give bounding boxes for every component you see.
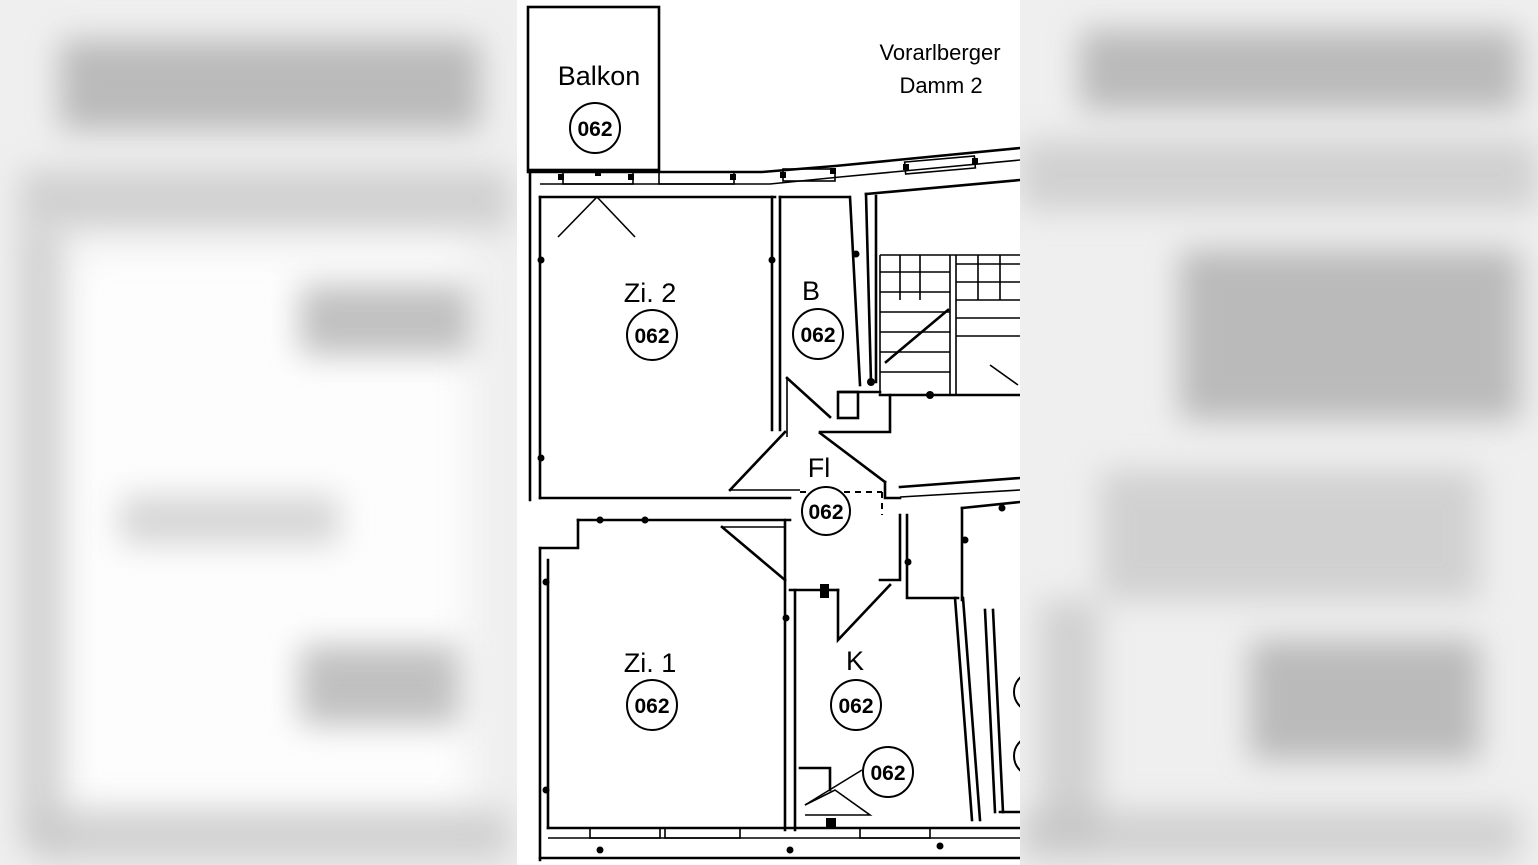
backdrop-blob bbox=[1080, 30, 1520, 110]
stairwell bbox=[818, 192, 1020, 434]
balcony-tag-circle bbox=[569, 102, 621, 154]
zi2-label: Zi. 2 bbox=[624, 278, 677, 308]
k-number: 062 bbox=[838, 695, 873, 718]
fl-tag-circle bbox=[801, 486, 851, 536]
backdrop-blob bbox=[1020, 810, 1520, 860]
address-line-1: Vorarlberger bbox=[879, 40, 1000, 65]
neighbour-room bbox=[960, 500, 1020, 814]
zi1-number: 062 bbox=[634, 695, 669, 718]
backdrop-blob bbox=[20, 170, 510, 230]
neighbour-tag-circle bbox=[1013, 740, 1020, 772]
backdrop-blob bbox=[1040, 600, 1100, 840]
room-k: K 062 bbox=[788, 513, 982, 822]
fl-label: Fl bbox=[808, 453, 831, 483]
room-b: B 062 bbox=[785, 195, 862, 437]
k-label: K bbox=[846, 646, 864, 676]
backdrop-blob bbox=[1020, 140, 1538, 210]
room-zi2: Zi. 2 062 bbox=[538, 195, 792, 500]
left-exterior-wall bbox=[528, 172, 550, 862]
backdrop-blob bbox=[300, 285, 470, 355]
address-line-2: Damm 2 bbox=[899, 73, 982, 98]
balcony-number: 062 bbox=[577, 118, 612, 141]
room-fl: Fl 062 bbox=[728, 430, 1020, 536]
room-zi1: Zi. 1 062 bbox=[538, 516, 797, 832]
zi2-number: 062 bbox=[634, 325, 669, 348]
floor-plan: Balkon 062 Vorarlberger Damm 2 bbox=[526, 5, 1020, 862]
zi1-tag-circle bbox=[626, 679, 678, 731]
fl-number: 062 bbox=[808, 501, 843, 524]
zi1-label: Zi. 1 bbox=[624, 648, 677, 678]
kitchen-fixture: 062 bbox=[798, 746, 914, 816]
k-tag-circle bbox=[830, 679, 882, 731]
balcony-label: Balkon bbox=[558, 61, 641, 91]
balcony-outline bbox=[526, 5, 661, 172]
backdrop-blob bbox=[300, 645, 460, 725]
neighbour-tag-circle bbox=[1013, 676, 1020, 708]
backdrop-blob bbox=[120, 495, 340, 545]
top-exterior-wall bbox=[526, 146, 1020, 199]
backdrop-blob bbox=[1250, 640, 1480, 760]
balcony-door-swing bbox=[557, 195, 636, 238]
backdrop-blob bbox=[60, 40, 480, 130]
backdrop-blob bbox=[20, 230, 60, 850]
blurred-backdrop-left bbox=[0, 0, 517, 865]
floor-plan-sheet: Balkon 062 Vorarlberger Damm 2 bbox=[517, 0, 1020, 865]
blurred-backdrop-right bbox=[1020, 0, 1538, 865]
backdrop-blob bbox=[1100, 470, 1480, 600]
backdrop-blob bbox=[40, 810, 510, 860]
b-label: B bbox=[802, 276, 820, 306]
b-number: 062 bbox=[800, 324, 835, 347]
fixture-tag-circle bbox=[862, 746, 914, 798]
bottom-exterior-wall bbox=[538, 818, 1020, 860]
zi2-tag-circle bbox=[626, 309, 678, 361]
balcony: Balkon 062 bbox=[526, 5, 661, 172]
address-block: Vorarlberger Damm 2 bbox=[879, 40, 1000, 98]
b-tag-circle bbox=[792, 308, 844, 360]
fixture-number: 062 bbox=[870, 762, 905, 785]
backdrop-blob bbox=[1180, 250, 1520, 420]
